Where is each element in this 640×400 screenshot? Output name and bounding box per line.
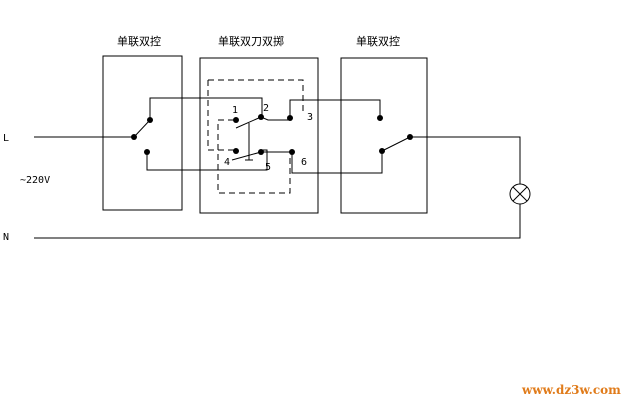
left-switch: [131, 97, 268, 171]
wire-to-lamp: [410, 136, 521, 184]
middle-switch-box: [199, 57, 319, 214]
terminal-4: [233, 148, 239, 154]
dashed-upper-link: [208, 79, 304, 113]
voltage-label: ~220V: [20, 175, 50, 186]
wire-left-to-5: [146, 149, 268, 171]
wire-3-to-right: [289, 99, 381, 118]
dashed-lower-link: [217, 119, 291, 194]
right-blade: [381, 136, 411, 152]
terminal-label-4: 4: [224, 157, 230, 168]
watermark: www.dz3w.com: [521, 383, 621, 397]
terminal-label-5: 5: [265, 162, 271, 173]
lower-blade: [231, 151, 262, 161]
terminal-label-1: 1: [232, 105, 238, 116]
dashed-left-link: [207, 80, 234, 151]
neutral-wire: [34, 204, 521, 239]
right-switch-box: [340, 57, 428, 214]
left-switch-title: 单联双控: [117, 34, 161, 48]
wire-2-3: [260, 116, 288, 121]
lamp-icon: [509, 183, 531, 205]
neutral-label: N: [3, 232, 9, 243]
left-blade: [133, 119, 151, 138]
wire-6-to-right: [291, 152, 383, 174]
right-upper-terminal: [377, 115, 383, 121]
upper-blade: [235, 116, 262, 129]
terminal-label-2: 2: [263, 103, 269, 114]
middle-dpdt-switch: 1 2 3 4 5 6: [207, 79, 313, 194]
terminal-label-6: 6: [301, 157, 307, 168]
wire-left-to-2: [149, 97, 263, 120]
terminal-1: [233, 117, 239, 123]
right-switch-title: 单联双控: [356, 34, 400, 48]
line-label: L: [3, 133, 9, 144]
middle-switch-title: 单联双刀双掷: [218, 34, 284, 48]
right-switch: [377, 115, 413, 154]
terminal-label-3: 3: [307, 112, 313, 123]
left-switch-box: [102, 55, 183, 211]
